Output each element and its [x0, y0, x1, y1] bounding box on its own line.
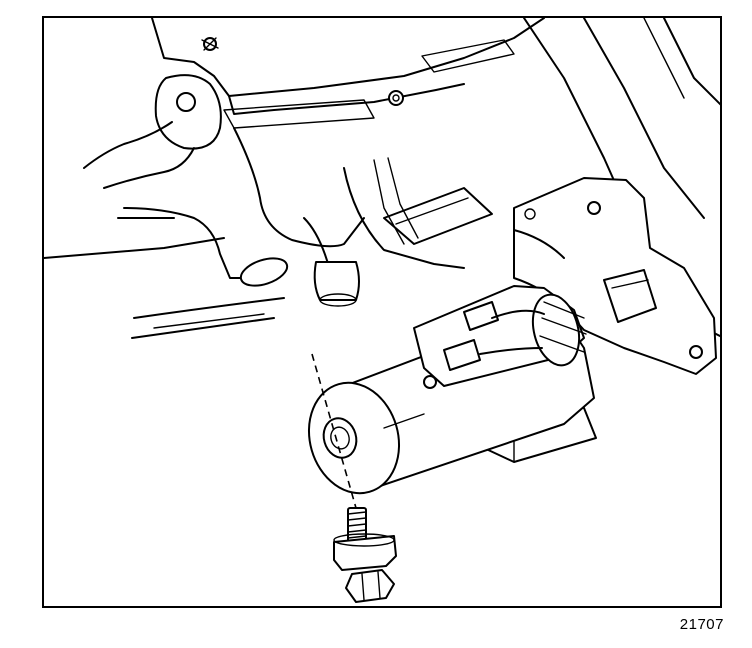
starter-motor [307, 285, 597, 495]
mounting-bolt-assembly [333, 507, 397, 603]
starter-motor-installation-drawing [44, 18, 720, 603]
engine-block [44, 18, 720, 339]
illustration-frame [42, 16, 722, 608]
figure-number: 21707 [679, 616, 724, 633]
alignment-line [311, 353, 357, 509]
